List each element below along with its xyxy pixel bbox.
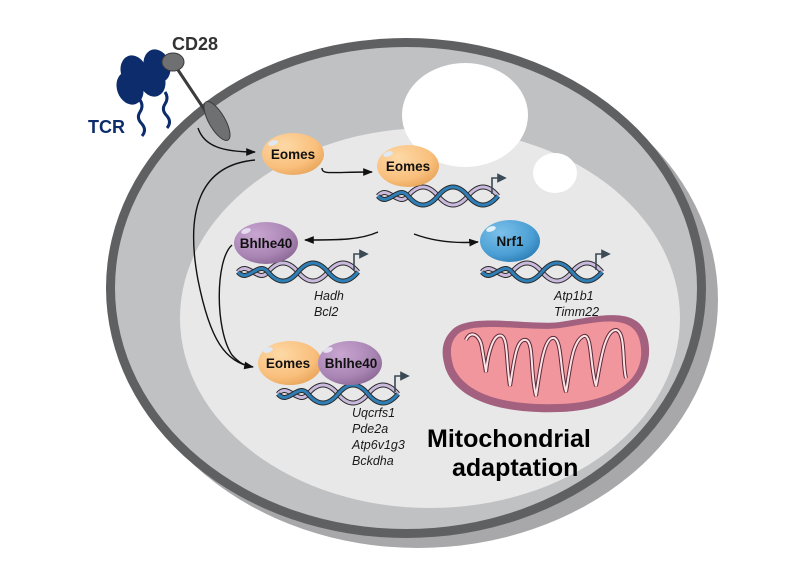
pathway-arrows bbox=[192, 127, 479, 370]
arrow-to-bhlhe40 bbox=[304, 231, 379, 244]
transcription-start-icon bbox=[394, 371, 410, 392]
gene-label: Timm22 bbox=[554, 305, 599, 319]
bhlhe40-target-genes: Hadh Bcl2 bbox=[314, 289, 344, 319]
gene-label: Atp6v1g3 bbox=[351, 438, 405, 452]
eomes-label: Eomes bbox=[271, 147, 315, 162]
transcription-start-icon bbox=[491, 173, 507, 194]
gene-label: Bcl2 bbox=[314, 305, 338, 319]
mitochondrion-icon bbox=[442, 315, 650, 413]
nrf1-target-genes: Atp1b1 Timm22 bbox=[553, 289, 599, 319]
bhlhe40-dna-complex: Bhlhe40 bbox=[234, 222, 369, 281]
eomes-bhlhe40-complex: Eomes Bhlhe40 bbox=[258, 341, 410, 403]
eomes-dna-complex: Eomes bbox=[377, 145, 507, 205]
gene-label: Hadh bbox=[314, 289, 344, 303]
transcription-start-icon bbox=[353, 249, 369, 270]
gene-label: Uqcrfs1 bbox=[352, 406, 395, 420]
gene-label: Bckdha bbox=[352, 454, 394, 468]
arrow-eomes-to-dna bbox=[321, 167, 373, 176]
cd28-receptor bbox=[161, 52, 231, 141]
bhlhe40-label: Bhlhe40 bbox=[240, 236, 293, 251]
cell bbox=[106, 38, 718, 548]
complex-eomes-label: Eomes bbox=[266, 356, 310, 371]
eomes-factor: Eomes bbox=[262, 133, 324, 175]
gene-label: Pde2a bbox=[352, 422, 388, 436]
arrow-receptor-to-eomes bbox=[197, 127, 256, 156]
cd28-label: CD28 bbox=[172, 34, 218, 54]
eomes-dna-label: Eomes bbox=[386, 159, 430, 174]
tcr-label: TCR bbox=[88, 117, 125, 137]
outcome-title-line2: adaptation bbox=[452, 454, 578, 482]
complex-target-genes: Uqcrfs1 Pde2a Atp6v1g3 Bckdha bbox=[351, 406, 405, 468]
complex-bhlhe40-label: Bhlhe40 bbox=[325, 356, 378, 371]
outcome-title-line1: Mitochondrial bbox=[427, 425, 591, 453]
vacuole-large bbox=[402, 63, 528, 167]
arrow-eomes-to-complex bbox=[192, 159, 256, 370]
nrf1-label: Nrf1 bbox=[496, 234, 523, 249]
transcription-start-icon bbox=[595, 249, 611, 270]
vacuole-small bbox=[533, 153, 577, 193]
gene-label: Atp1b1 bbox=[553, 289, 594, 303]
arrow-bhlhe40-to-complex bbox=[218, 244, 253, 368]
arrow-to-nrf1 bbox=[413, 233, 479, 247]
nucleus bbox=[180, 128, 680, 508]
nrf1-dna-complex: Nrf1 bbox=[480, 220, 611, 281]
